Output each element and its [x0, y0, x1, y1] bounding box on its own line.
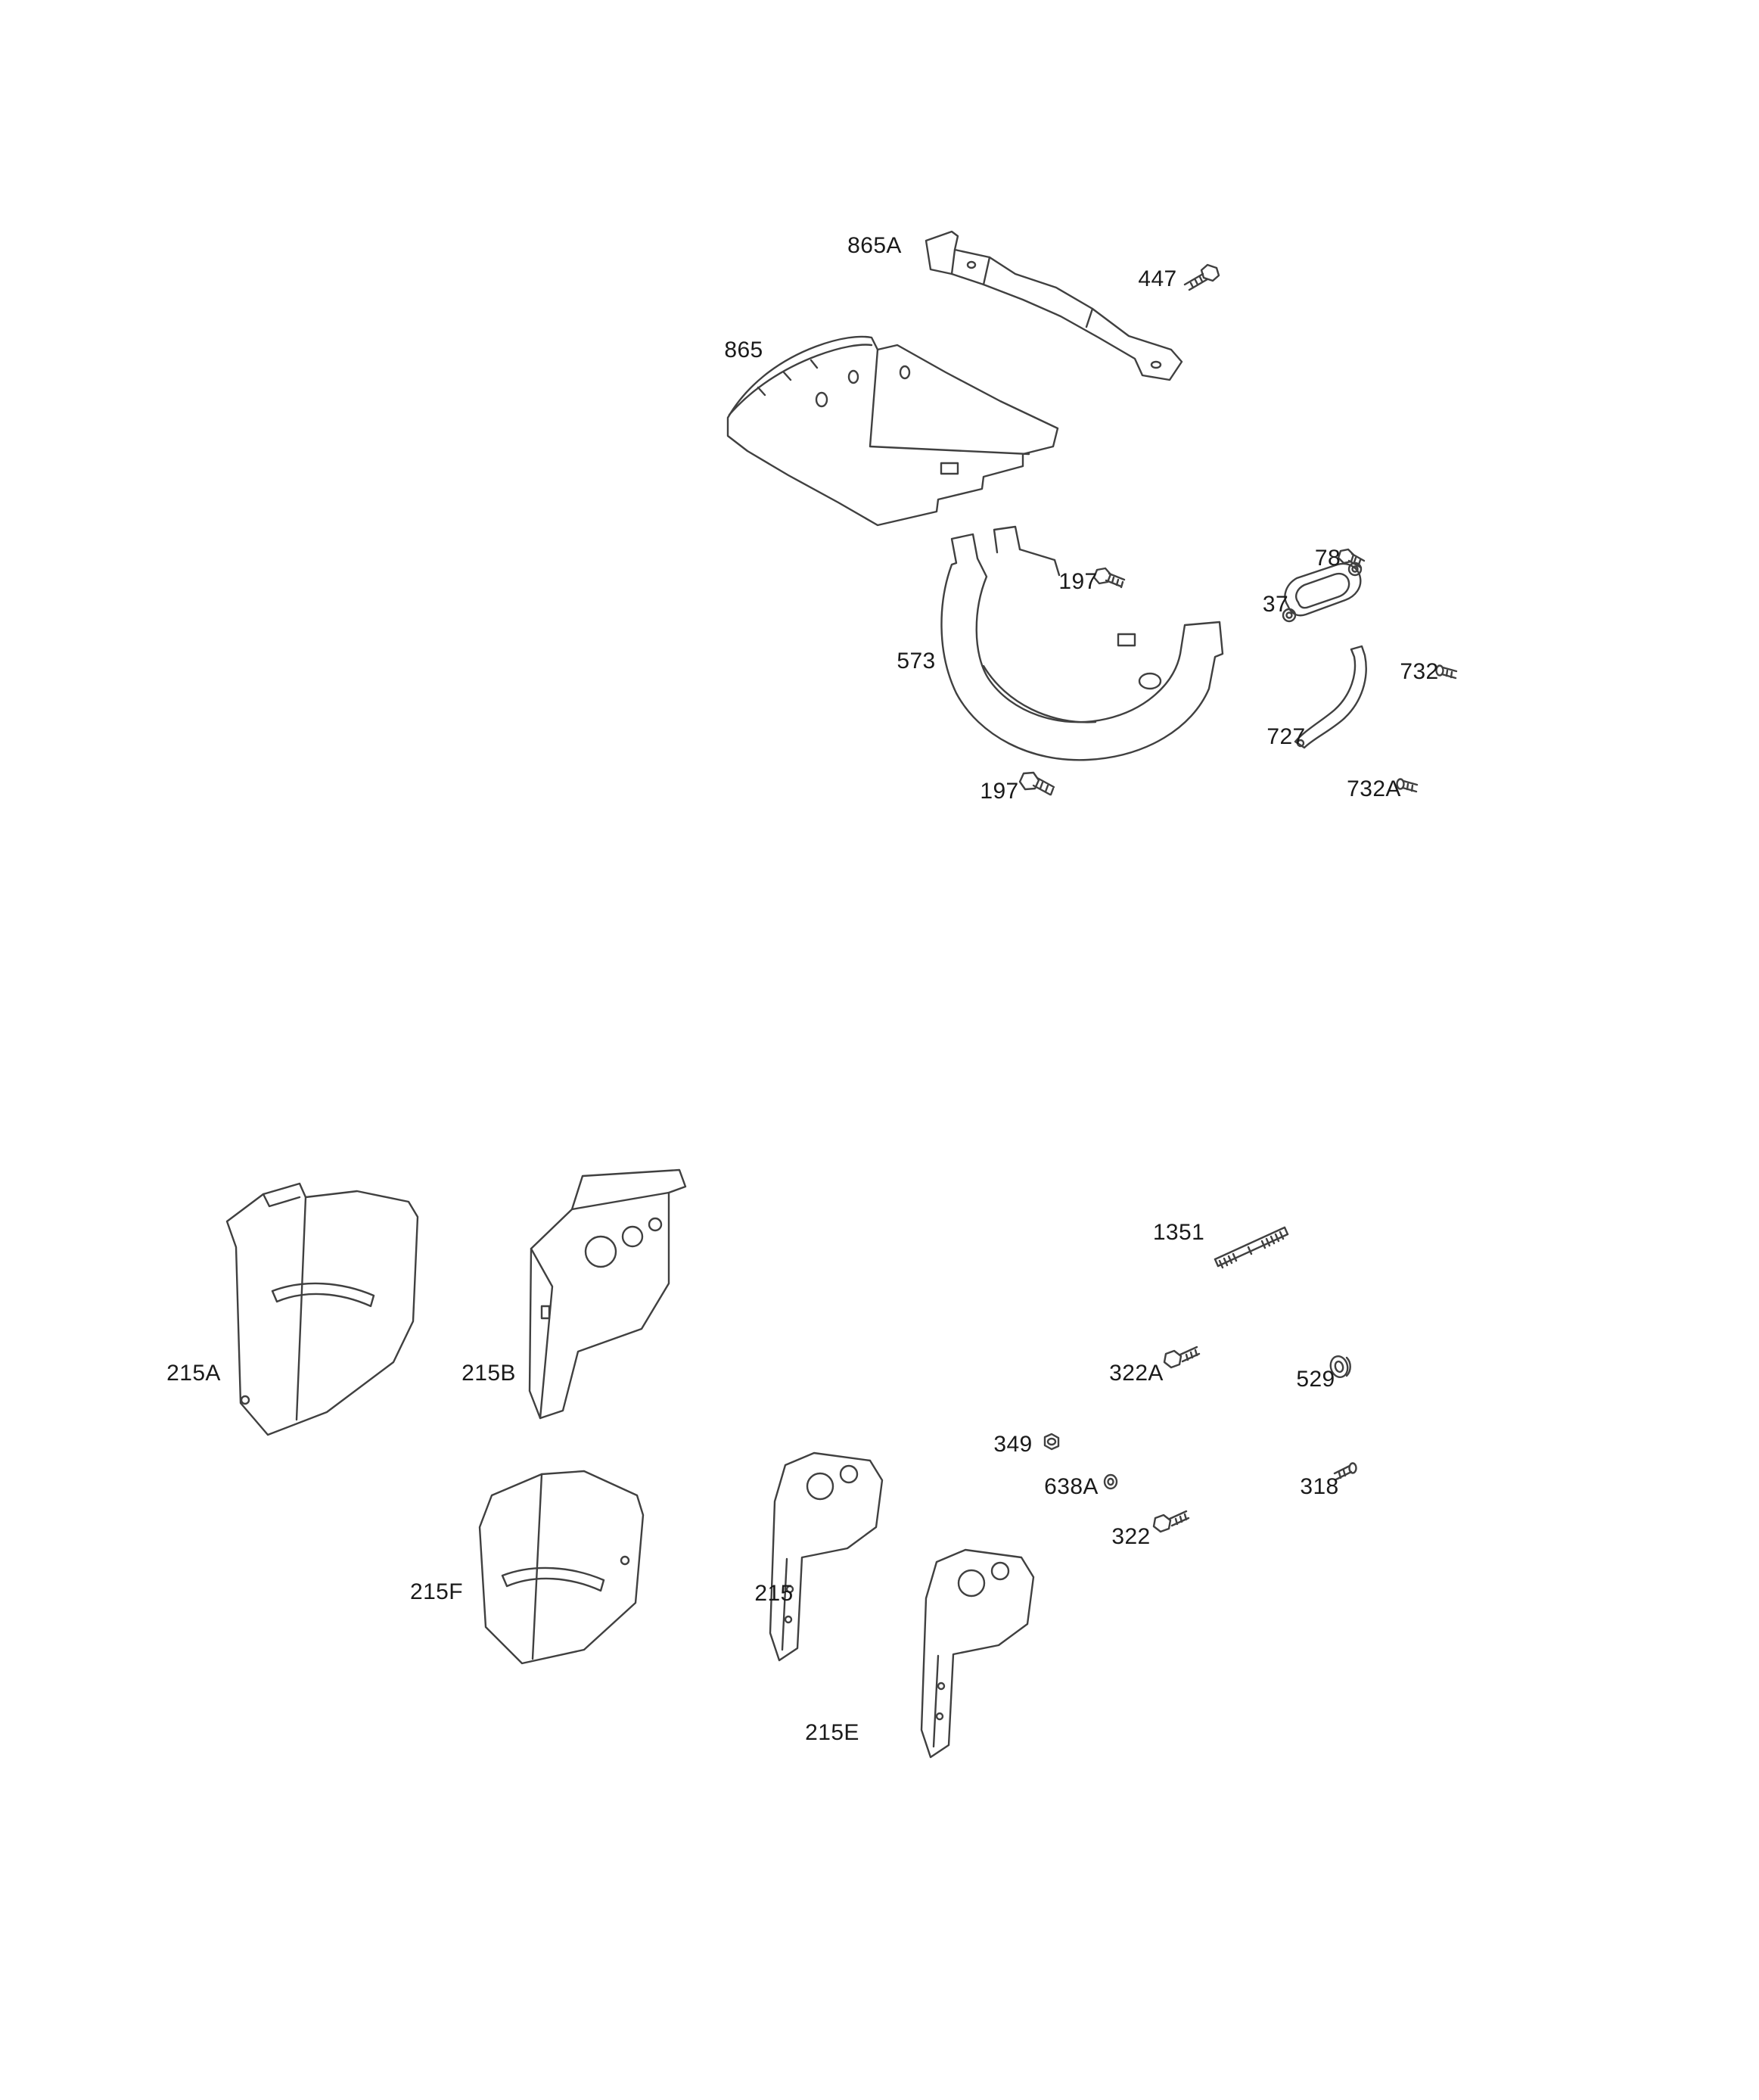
part-37-drawing [1282, 562, 1363, 623]
part-865a-drawing [925, 230, 1183, 381]
part-label-865-2: 865 [724, 338, 763, 362]
part-label-349-16: 349 [993, 1432, 1033, 1457]
part-label-197-9: 197 [980, 779, 1019, 804]
part-322a-drawing [1163, 1346, 1201, 1369]
part-197-upper-drawing [1092, 567, 1126, 589]
part-label-318-18: 318 [1300, 1474, 1339, 1499]
part-529-drawing [1329, 1355, 1351, 1379]
part-label-529-15: 529 [1296, 1367, 1335, 1392]
part-label-732a-10: 732A [1347, 776, 1401, 801]
part-573-drawing [940, 525, 1224, 761]
part-322-drawing [1152, 1510, 1190, 1533]
part-727-drawing [1294, 645, 1367, 749]
part-label-732-7: 732 [1400, 659, 1439, 684]
part-label-215f-20: 215F [410, 1579, 463, 1604]
part-215-drawing [769, 1451, 884, 1662]
part-label-78-4: 78 [1314, 546, 1341, 571]
part-197-lower-drawing [1018, 771, 1055, 796]
part-215b-drawing [528, 1168, 687, 1420]
part-label-215e-22: 215E [805, 1720, 859, 1745]
part-78-drawing [1337, 548, 1366, 569]
part-label-447-1: 447 [1138, 266, 1177, 291]
part-label-573-6: 573 [897, 649, 936, 674]
part-label-638a-17: 638A [1044, 1474, 1099, 1499]
part-215a-drawing [225, 1182, 419, 1436]
part-732a-drawing [1396, 778, 1419, 793]
part-label-215b-13: 215B [462, 1361, 516, 1386]
part-label-727-8: 727 [1266, 724, 1306, 749]
part-318-drawing [1333, 1462, 1357, 1481]
part-732-drawing [1435, 664, 1458, 680]
part-447-drawing [1183, 263, 1220, 291]
part-label-215a-12: 215A [166, 1361, 221, 1386]
part-638a-drawing [1103, 1473, 1118, 1490]
part-865-drawing [726, 335, 1059, 527]
part-1351-drawing [1214, 1226, 1289, 1269]
part-label-322a-14: 322A [1109, 1361, 1164, 1386]
part-label-322-19: 322 [1111, 1524, 1151, 1549]
part-349-drawing [1043, 1433, 1060, 1451]
part-label-197-3: 197 [1058, 569, 1098, 594]
part-label-37-5: 37 [1262, 592, 1289, 617]
part-label-1351-11: 1351 [1152, 1220, 1205, 1245]
part-215e-drawing [920, 1548, 1035, 1759]
part-215f-drawing [478, 1470, 645, 1665]
part-label-215-21: 215 [754, 1581, 794, 1606]
part-label-865a-0: 865A [847, 233, 902, 258]
